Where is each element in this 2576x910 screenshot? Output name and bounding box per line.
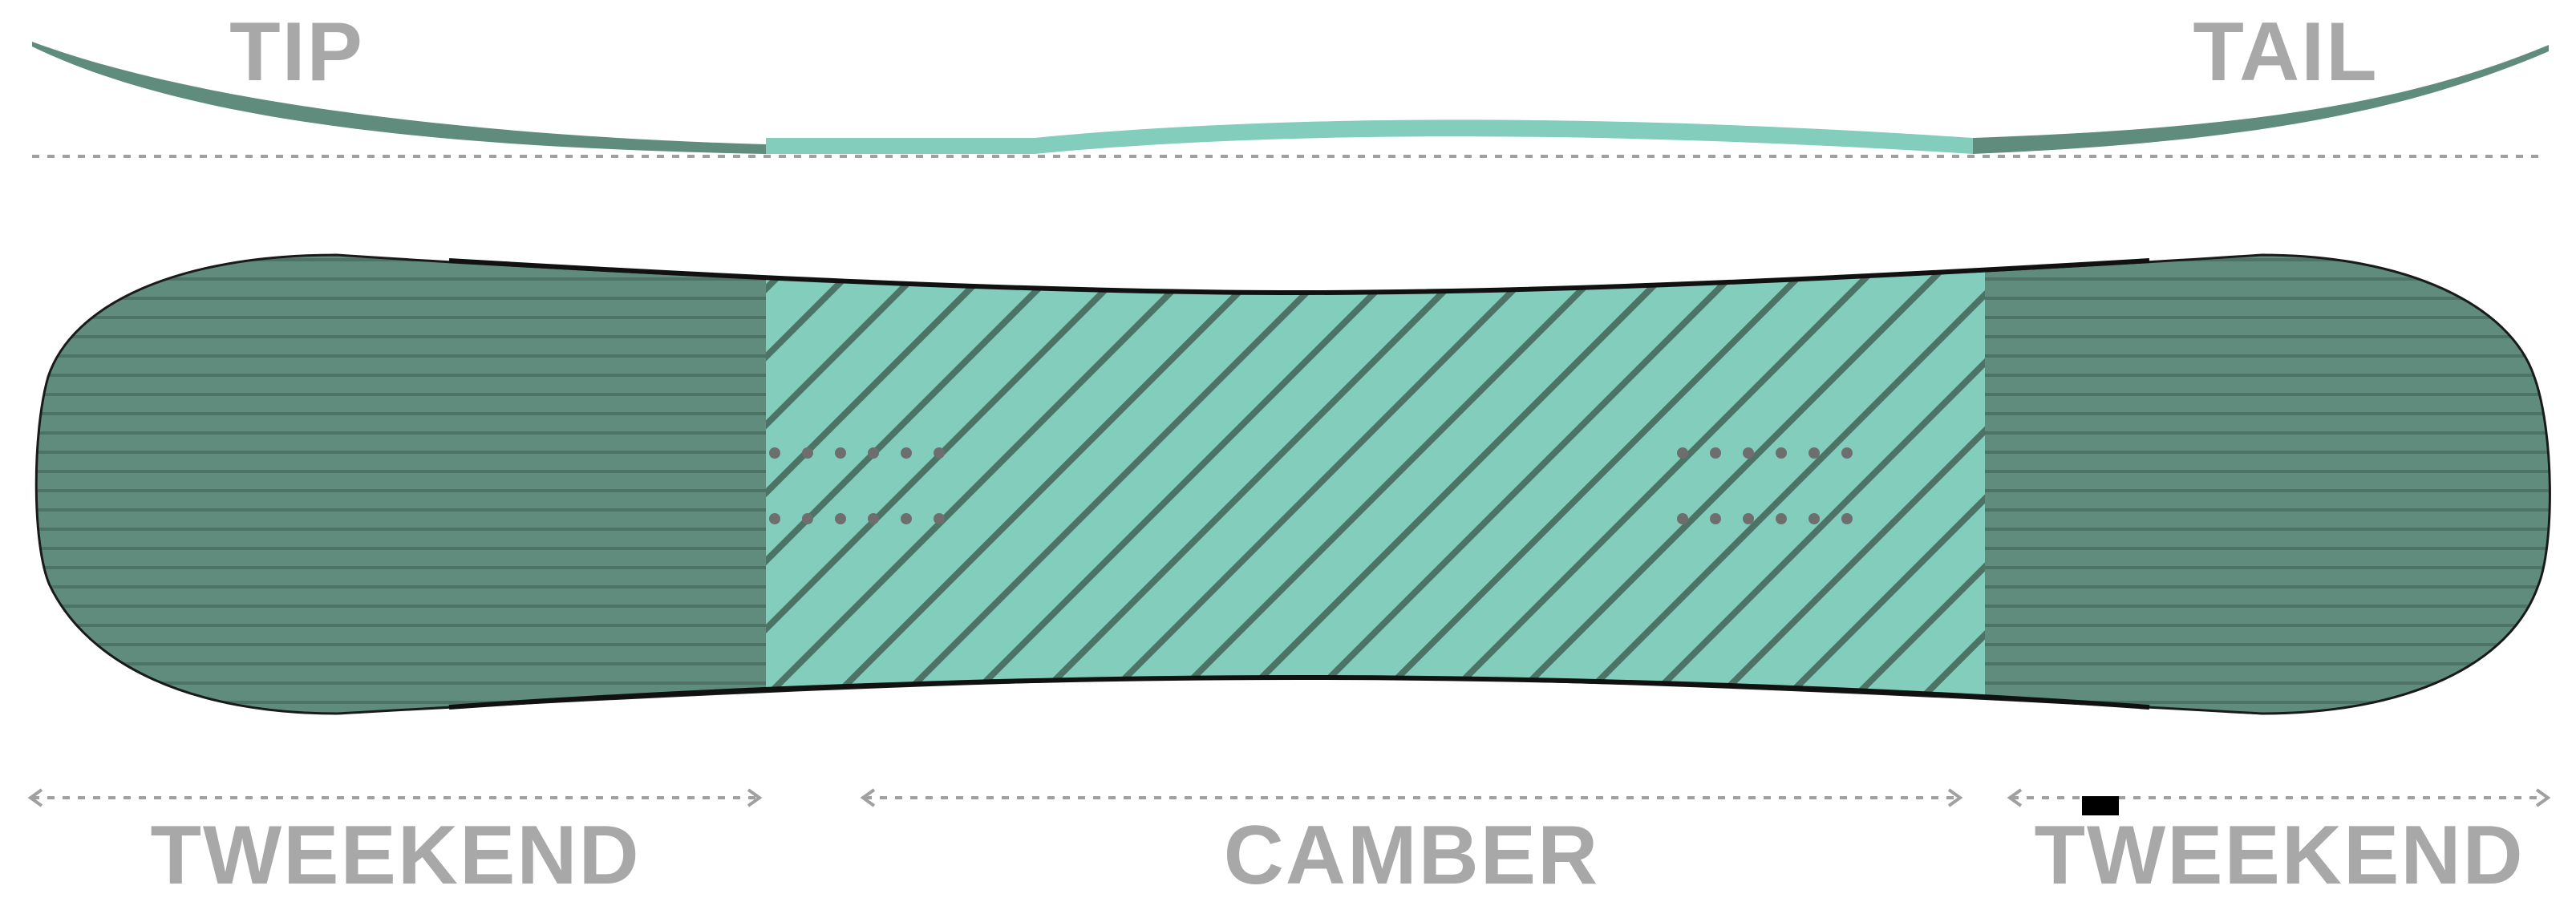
edge-bottom-highlight (448, 674, 2150, 710)
insert-dot (901, 513, 912, 524)
profile-tip-section (32, 42, 766, 154)
camber-label: CAMBER (1224, 809, 1599, 902)
insert-dot (1677, 513, 1688, 524)
insert-dot (1743, 447, 1754, 459)
insert-dot (934, 513, 945, 524)
insert-dot (868, 447, 879, 459)
tip-tweekend-zone (36, 255, 766, 714)
insert-dot (802, 447, 813, 459)
insert-dot (1743, 513, 1754, 524)
insert-dot (1710, 513, 1721, 524)
insert-dot (769, 513, 780, 524)
tweekend-right-label: TWEEKEND (2034, 809, 2524, 902)
insert-dot (1710, 447, 1721, 459)
insert-dot (1776, 447, 1787, 459)
insert-dot (769, 447, 780, 459)
tail-label: TAIL (2193, 6, 2378, 99)
side-profile: TIP TAIL (32, 6, 2549, 158)
tweekend-left-label: TWEEKEND (150, 809, 640, 902)
insert-dot (1677, 447, 1688, 459)
insert-dot (934, 447, 945, 459)
profile-tail-section (1973, 45, 2549, 154)
camber-arrow-icon (860, 788, 1963, 807)
insert-dot (1841, 447, 1853, 459)
board-top-view (34, 253, 2551, 715)
zone-dimension-arrows (27, 788, 2551, 807)
edge-top-highlight (448, 258, 2150, 296)
tail-tweekend-zone (1985, 255, 2550, 714)
camber-zone (766, 255, 1985, 714)
insert-dot (868, 513, 879, 524)
marker-block (2082, 796, 2119, 815)
profile-camber-section (766, 119, 1973, 154)
insert-dot (1808, 447, 1820, 459)
insert-dot (1776, 513, 1787, 524)
insert-dot (901, 447, 912, 459)
insert-dot (1808, 513, 1820, 524)
insert-dot (802, 513, 813, 524)
tip-label: TIP (229, 6, 364, 99)
tweekend-left-arrow-icon (27, 788, 763, 807)
rear-binding-inserts (1677, 447, 1853, 524)
insert-dot (835, 447, 846, 459)
tweekend-right-arrow-icon (2007, 788, 2551, 807)
insert-dot (1841, 513, 1853, 524)
insert-dot (835, 513, 846, 524)
front-binding-inserts (769, 447, 945, 524)
